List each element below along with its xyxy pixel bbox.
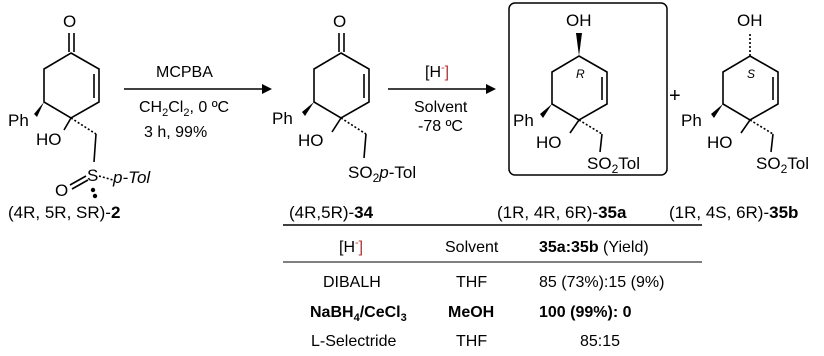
- table-cell-reagent: NaBH4/CeCl3: [310, 304, 407, 324]
- c35a-wedge-oh: [576, 33, 582, 56]
- c2-so-bond: [69, 175, 87, 186]
- c35b-ch2-bond: [770, 133, 774, 153]
- c35b-wedge: [711, 104, 723, 118]
- conditions-solvent-2: Solvent: [414, 99, 468, 116]
- c35b-bond: [740, 119, 751, 134]
- c34-ring: [313, 52, 370, 119]
- c35b-ring: [722, 55, 779, 121]
- c2-phenyl: Ph: [8, 111, 29, 130]
- arrow-2-head: [486, 84, 496, 94]
- c34-sulfonyl: SO2p-Tol: [348, 163, 416, 185]
- table-cell-reagent: L-Selectride: [311, 333, 396, 350]
- results-table: [H-] Solvent 35a:35b (Yield) DIBALH THF …: [283, 224, 702, 350]
- c2-lone-pair-dot: [90, 187, 96, 193]
- c34-ch2-bond: [363, 133, 367, 159]
- table-header-solvent: Solvent: [445, 239, 499, 256]
- c2-label: (4R, 5R, SR)-2: [8, 203, 120, 222]
- c34-label: (4R,5R)-34: [289, 203, 374, 222]
- table-cell-reagent: DIBALH: [323, 274, 381, 291]
- c35a-ch2-bond: [599, 133, 603, 153]
- reaction-arrow-2: [H-] Solvent -78 ºC: [388, 62, 496, 135]
- c34-hydroxyl: HO: [298, 131, 324, 150]
- compound-34: O Ph HO SO2p-Tol (4R,5R)-34: [272, 12, 416, 222]
- table-cell-solvent: THF: [456, 333, 487, 350]
- table-cell-solvent: MeOH: [448, 304, 494, 321]
- c35a-bond: [569, 119, 580, 134]
- conditions-solvent-1: CH2Cl2, 0 ºC: [139, 99, 229, 119]
- table-cell-result: 85 (73%):15 (9%): [539, 274, 664, 291]
- conditions-temp-2: -78 ºC: [418, 118, 463, 135]
- c2-ch2-bond: [93, 133, 97, 163]
- compound-35a: OH R Ph HO SO2Tol (1R, 4R, 6R)-35a: [497, 2, 668, 222]
- c34-phenyl: Ph: [272, 109, 293, 128]
- c2-lone-pair-dot: [92, 193, 98, 199]
- c2-ring: [43, 52, 100, 119]
- table-cell-solvent: THF: [456, 274, 487, 291]
- c2-ptolyl: p-Tol: [112, 168, 151, 187]
- product-highlight-box: [508, 2, 668, 176]
- c35b-phenyl: Ph: [681, 111, 702, 130]
- c35a-wedge: [540, 104, 552, 118]
- c35a-hydroxyl: HO: [536, 133, 562, 152]
- c35a-hydroxyl-top: OH: [566, 11, 592, 30]
- table-row: L-Selectride THF 85:15: [311, 333, 620, 350]
- c2-hash-bond: [70, 117, 97, 135]
- c2-ketone-o: O: [63, 12, 76, 31]
- c35a-phenyl: Ph: [513, 111, 534, 130]
- c35b-hash-bond: [749, 119, 774, 135]
- table-header-ratio: 35a:35b (Yield): [539, 239, 649, 256]
- c34-wedge: [302, 102, 314, 116]
- c35b-hydroxyl-top: OH: [737, 11, 763, 30]
- table-cell-result: 85:15: [580, 333, 620, 350]
- arrow-1-head: [262, 84, 272, 94]
- c34-bond: [331, 117, 342, 133]
- table-row: DIBALH THF 85 (73%):15 (9%): [323, 274, 664, 291]
- table-cell-result: 100 (99%): 0: [539, 304, 632, 321]
- conditions-time-yield: 3 h, 99%: [144, 124, 207, 141]
- c2-sulfoxide-o: O: [55, 181, 68, 200]
- c35a-ring: [551, 55, 608, 121]
- compound-35b: OH S Ph HO SO2Tol (1R, 4S, 6R)-35b: [669, 11, 809, 222]
- c35b-label: (1R, 4S, 6R)-35b: [669, 203, 798, 222]
- c35a-stereo-descriptor: R: [576, 67, 585, 81]
- c35b-stereo-descriptor: S: [747, 67, 755, 81]
- c2-s-tol-bond: [98, 175, 114, 181]
- c2-wedge: [34, 102, 44, 117]
- c35a-label: (1R, 4R, 6R)-35a: [497, 203, 627, 222]
- reagent-mcpba: MCPBA: [156, 64, 213, 81]
- reagent-hydride: [H-]: [425, 62, 449, 81]
- c34-ketone-o: O: [333, 12, 346, 31]
- c35b-sulfonyl: SO2Tol: [756, 154, 809, 176]
- c2-hydroxyl: HO: [36, 130, 62, 149]
- table-row: NaBH4/CeCl3 MeOH 100 (99%): 0: [310, 304, 632, 324]
- c2-so-bond: [71, 179, 89, 190]
- c35b-hydroxyl: HO: [707, 133, 733, 152]
- reaction-arrow-1: MCPBA CH2Cl2, 0 ºC 3 h, 99%: [124, 64, 272, 141]
- table-header-hydride: [H-]: [339, 237, 363, 256]
- c2-bond: [63, 117, 72, 131]
- c34-hash-bond: [340, 117, 367, 135]
- c2-sulfur: S: [87, 166, 98, 185]
- c35a-sulfonyl: SO2Tol: [587, 154, 640, 176]
- compound-2: O Ph HO S O p-Tol (4R, 5R, SR)-2: [8, 12, 151, 222]
- plus-sign: +: [669, 85, 681, 107]
- c35a-hash-bond: [578, 119, 603, 135]
